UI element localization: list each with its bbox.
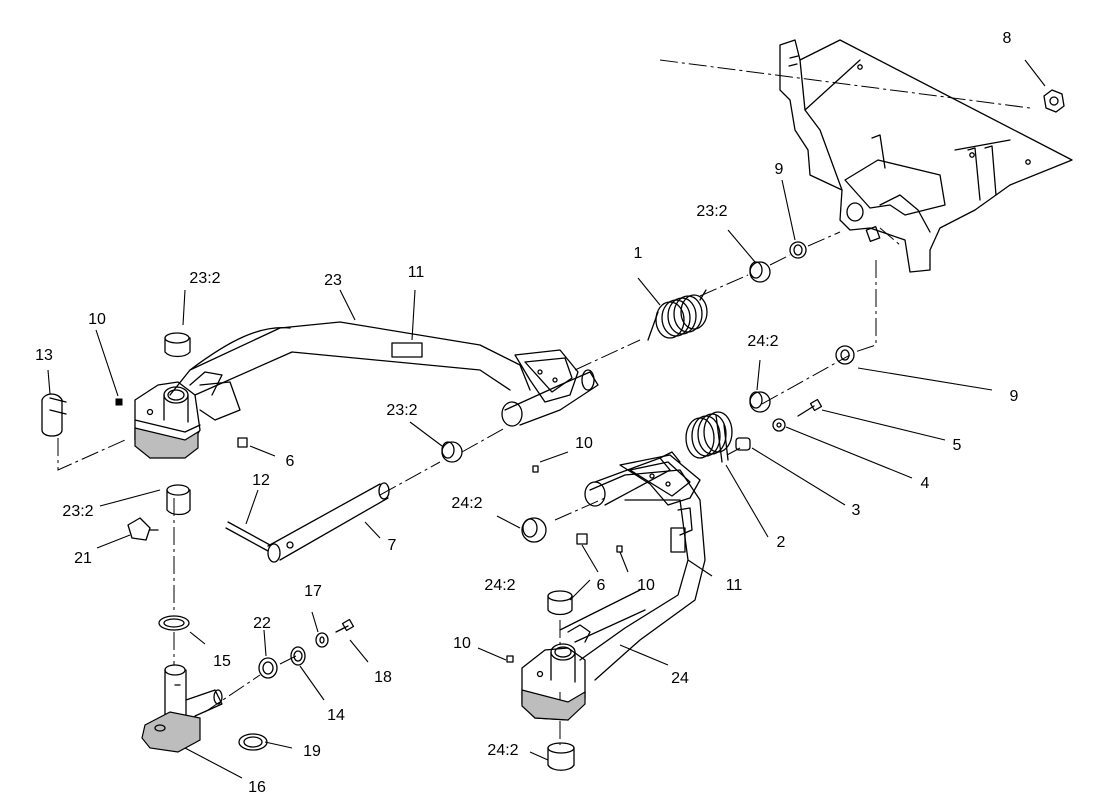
callout-11-lower: 11 <box>726 577 743 594</box>
nut-6-lower <box>576 533 588 545</box>
snap-ring-19 <box>238 733 268 751</box>
bushing-24-2-top <box>547 590 573 616</box>
callout-12: 12 <box>252 472 270 489</box>
bushing-23-2-mid <box>441 441 463 463</box>
bushing-24-2-left <box>521 517 547 543</box>
callout-labels: 1 2 3 4 5 6 6 7 8 9 9 10 10 10 10 11 11 … <box>35 30 1018 796</box>
seal-15 <box>158 615 190 631</box>
spacer-3 <box>735 437 751 451</box>
grease-fitting-10-bottom <box>506 655 514 663</box>
washer-9-lower <box>835 345 855 365</box>
callout-10-center: 10 <box>575 435 593 452</box>
callout-23-2-top: 23:2 <box>189 270 220 287</box>
callout-21: 21 <box>74 550 92 567</box>
callout-22: 22 <box>253 615 271 632</box>
callout-6-lower: 6 <box>597 577 606 594</box>
assembly-center-lines <box>57 59 1031 745</box>
bolt-5 <box>797 398 823 417</box>
callout-3: 3 <box>852 502 861 519</box>
callout-10-left: 10 <box>88 311 106 328</box>
callout-18: 18 <box>374 669 392 686</box>
callout-17: 17 <box>304 583 322 600</box>
washer-22 <box>258 657 278 679</box>
callout-10-lower: 10 <box>637 577 655 594</box>
callout-2: 2 <box>777 534 786 551</box>
spindle-arm-24 <box>559 451 706 681</box>
callout-5: 5 <box>953 437 962 454</box>
roll-pin-12 <box>225 521 271 552</box>
callout-13: 13 <box>35 347 53 364</box>
stop-21 <box>127 517 159 541</box>
torsion-spring-2 <box>685 411 733 463</box>
bushing-23-2-bottom <box>166 484 191 516</box>
callout-23-2-bottom: 23:2 <box>62 503 93 520</box>
spindle-16 <box>141 664 223 753</box>
torsion-spring-1 <box>647 289 708 341</box>
hairpin-clip-13 <box>41 393 67 437</box>
bushing-24-2-right <box>749 391 771 413</box>
spindle-arm-23 <box>169 321 599 427</box>
callout-24-2-top: 24:2 <box>484 577 515 594</box>
washer-17 <box>315 632 329 648</box>
leader-lines <box>47 59 1046 779</box>
callout-9-upper: 9 <box>775 161 784 178</box>
callout-11-upper: 11 <box>408 264 425 281</box>
callout-24: 24 <box>671 670 689 687</box>
bushing-24-2-bottom <box>547 742 575 771</box>
nut-8 <box>1043 89 1065 113</box>
frame-bracket <box>779 39 1073 273</box>
callout-19: 19 <box>303 743 321 760</box>
grease-fitting-10-center <box>532 465 539 473</box>
washer-4 <box>772 418 786 432</box>
grease-fitting-10-left <box>115 398 123 406</box>
callout-24-2-left: 24:2 <box>451 495 482 512</box>
callout-9-lower: 9 <box>1010 388 1019 405</box>
callout-23: 23 <box>324 272 342 289</box>
callout-16: 16 <box>248 779 266 796</box>
callout-24-2-bottom: 24:2 <box>487 742 518 759</box>
spindle-housing-24 <box>521 624 591 721</box>
callout-15: 15 <box>213 653 231 670</box>
callout-7: 7 <box>388 537 397 554</box>
bolt-18 <box>335 618 355 633</box>
bushing-23-2-top <box>164 332 191 358</box>
callout-23-2-right: 23:2 <box>696 203 727 220</box>
washer-9-upper <box>789 241 807 259</box>
callout-6-upper: 6 <box>286 453 295 470</box>
callout-1: 1 <box>634 245 643 262</box>
bushing-23-2-upper-right <box>749 261 771 283</box>
callout-23-2-mid: 23:2 <box>386 402 417 419</box>
grease-fitting-10-lower <box>616 545 623 553</box>
callout-24-2-right: 24:2 <box>747 333 778 350</box>
callout-10-bottom: 10 <box>453 635 471 652</box>
callout-4: 4 <box>921 475 930 492</box>
washer-14 <box>290 646 306 666</box>
callout-8: 8 <box>1003 30 1012 47</box>
pivot-pin-7 <box>267 482 390 563</box>
spindle-housing-23 <box>134 381 201 459</box>
nut-6-left <box>237 437 248 448</box>
callout-14: 14 <box>327 707 345 724</box>
